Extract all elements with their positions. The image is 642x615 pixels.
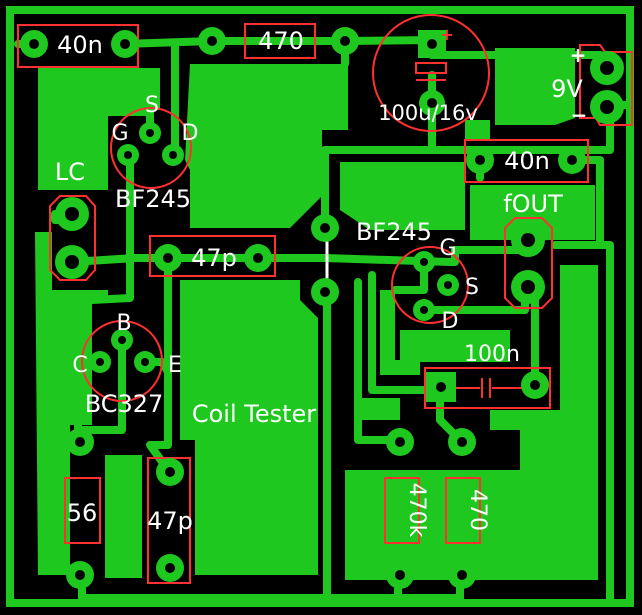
label-q3-e: E bbox=[168, 353, 182, 378]
label-q3-name: BC327 bbox=[85, 390, 164, 418]
copper-pours bbox=[35, 48, 598, 580]
label-c-100n: 100n bbox=[464, 342, 520, 367]
label-r-56: 56 bbox=[67, 499, 98, 527]
label-q2-g: G bbox=[439, 236, 456, 261]
label-q2-name: BF245 bbox=[356, 218, 432, 246]
label-q1-d: D bbox=[182, 121, 199, 146]
label-c-right: 40n bbox=[504, 147, 550, 175]
label-c-top-left: 40n bbox=[57, 31, 103, 59]
label-r-470k: 470k bbox=[404, 483, 429, 538]
label-q2-d: D bbox=[442, 309, 459, 334]
label-q3-b: B bbox=[116, 311, 131, 336]
label-lc: LC bbox=[55, 158, 85, 186]
label-r-top: 470 bbox=[258, 27, 304, 55]
label-q1-g: G bbox=[111, 121, 128, 146]
label-q2-s: S bbox=[465, 275, 479, 300]
label-fout: fOUT bbox=[503, 190, 563, 218]
pads bbox=[20, 27, 624, 589]
label-r-470-bottom: 470 bbox=[465, 489, 490, 531]
label-c-mid: 47p bbox=[191, 244, 237, 272]
label-minus-power: − bbox=[571, 103, 588, 127]
label-q1-name: BF245 bbox=[115, 185, 191, 213]
label-q3-c: C bbox=[72, 353, 87, 378]
silkscreen-outlines bbox=[17, 14, 633, 584]
label-plus-power: + bbox=[570, 43, 587, 67]
label-power-voltage: 9V bbox=[551, 75, 583, 103]
label-c-47p-bottom: 47p bbox=[147, 507, 193, 535]
label-c-elec: 100u/16v bbox=[378, 101, 478, 125]
label-elec-plus-mark: + bbox=[440, 25, 453, 44]
board-outline bbox=[6, 6, 634, 607]
label-q1-s: S bbox=[145, 93, 159, 118]
label-title: Coil Tester bbox=[192, 400, 316, 428]
